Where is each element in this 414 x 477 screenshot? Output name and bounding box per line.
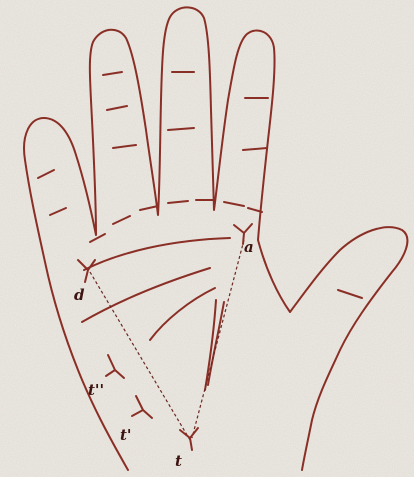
label-a: a <box>244 238 254 256</box>
label-t-prime: t' <box>120 426 132 444</box>
label-t: t <box>175 452 182 470</box>
label-d: d <box>74 286 85 304</box>
label-t-double-prime: t'' <box>88 381 104 399</box>
